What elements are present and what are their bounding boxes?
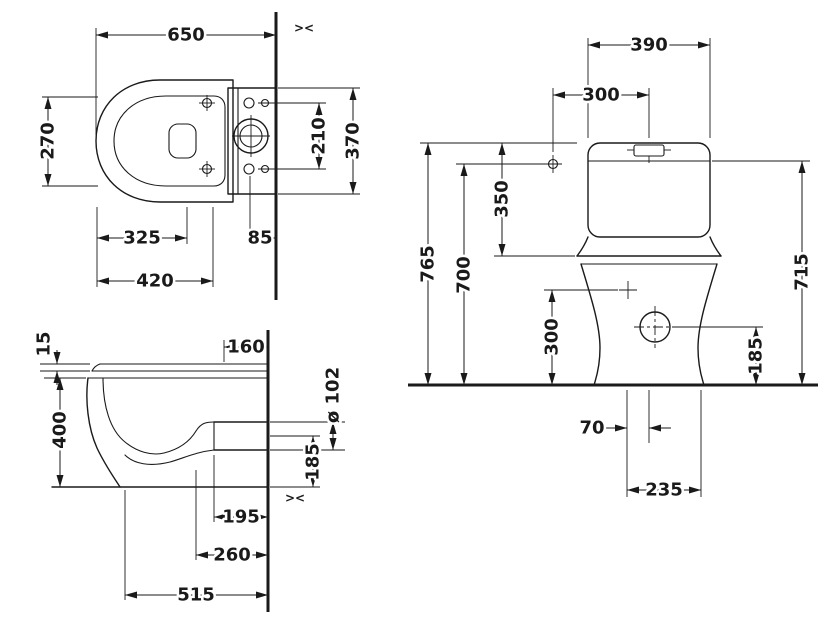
dim-label-260: 260 <box>213 545 251 566</box>
outlet-circle <box>634 306 676 348</box>
seat-hinge-holes <box>199 95 215 177</box>
dim-390: 390 <box>587 32 711 138</box>
dim-outlet-diameter: ø 102 <box>270 364 346 451</box>
bowl-front-outline <box>576 236 722 386</box>
dim-210: 210 <box>258 102 332 170</box>
dim-700: 700 <box>451 163 544 385</box>
cistern-front <box>587 142 711 238</box>
dim-765: 765 <box>415 143 441 385</box>
dim-370: 370 <box>278 87 366 195</box>
bowl-inner-profile <box>102 377 215 455</box>
dim-85: 85 <box>245 176 276 251</box>
dim-70: 70 <box>577 390 671 497</box>
flush-button <box>627 144 671 163</box>
dim-185-front: 185 <box>672 326 769 385</box>
dim-label-515: 515 <box>177 585 215 606</box>
dim-label-715: 715 <box>792 253 813 291</box>
dim-label-650: 650 <box>167 25 205 46</box>
dim-label-300-top: 300 <box>582 85 620 106</box>
dim-label-300-bottom: 300 <box>542 318 563 356</box>
dim-label-185-side: 185 <box>303 443 324 481</box>
front-view: 390 300 350 765 700 <box>408 32 818 503</box>
dim-label-765: 765 <box>418 245 439 283</box>
fixing-point-cross <box>619 281 637 299</box>
bowl-side-outline <box>86 377 121 488</box>
dim-label-85: 85 <box>247 228 272 249</box>
plan-view: >< <box>35 12 366 300</box>
dim-715: 715 <box>712 160 815 385</box>
dim-400: 400 <box>44 377 86 487</box>
dim-195: 195 <box>213 455 268 530</box>
dim-label-210: 210 <box>309 117 330 155</box>
flush-spud <box>168 123 197 159</box>
dim-300-top: 300 <box>552 82 650 152</box>
dim-420: 420 <box>97 207 214 294</box>
dim-350: 350 <box>489 143 575 257</box>
dim-label-70: 70 <box>579 418 604 439</box>
wall-break-symbol: >< <box>294 21 314 35</box>
dim-185-side: 185 <box>270 435 326 488</box>
dim-label-350: 350 <box>492 180 513 218</box>
trapway-profile <box>124 449 215 465</box>
dim-label-o102: ø 102 <box>323 367 344 423</box>
wall-break-symbol: >< <box>285 491 305 505</box>
dim-label-700: 700 <box>454 256 475 294</box>
dim-515: 515 <box>124 490 268 608</box>
dim-label-15: 15 <box>34 331 55 356</box>
bowl-outline <box>95 79 234 203</box>
dim-270: 270 <box>35 96 98 187</box>
dim-label-185-front: 185 <box>746 337 767 375</box>
seat-opening <box>113 95 226 187</box>
dim-label-270: 270 <box>38 122 59 160</box>
dim-label-235: 235 <box>645 480 683 501</box>
dim-label-420: 420 <box>136 271 174 292</box>
dim-label-160: 160 <box>227 337 265 358</box>
dim-325: 325 <box>96 207 188 287</box>
dim-160: 160 <box>223 334 268 362</box>
dim-label-390: 390 <box>630 35 668 56</box>
dim-label-195: 195 <box>222 507 260 528</box>
supply-connection <box>544 155 562 173</box>
dim-300-bottom: 300 <box>539 289 618 385</box>
cistern-plan <box>227 87 277 195</box>
dim-label-370: 370 <box>343 122 364 160</box>
dim-235: 235 <box>627 390 702 503</box>
seat-lid-profile <box>87 363 269 379</box>
dim-15: 15 <box>31 329 90 385</box>
dim-650: 650 <box>95 22 276 135</box>
side-view: >< 15 400 160 ø 102 <box>31 329 346 612</box>
dim-label-400: 400 <box>50 411 71 449</box>
outlet-pipe <box>213 421 267 451</box>
dim-label-325: 325 <box>123 228 161 249</box>
dim-260: 260 <box>195 470 268 568</box>
